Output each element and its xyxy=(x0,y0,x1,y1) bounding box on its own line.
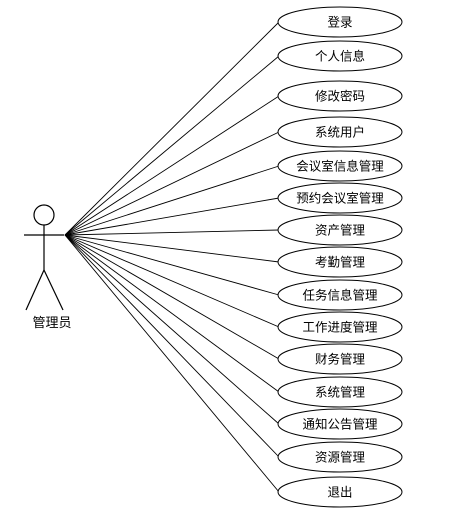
use-case-label: 系统管理 xyxy=(315,385,366,400)
actor-label: 管理员 xyxy=(32,316,72,331)
use-case-ellipse xyxy=(277,343,403,375)
use-case-ellipse xyxy=(277,408,403,440)
association-line xyxy=(64,234,280,296)
association-line xyxy=(64,234,280,425)
association-line xyxy=(64,165,280,236)
use-case: 系统管理 xyxy=(277,376,403,408)
use-case-ellipse xyxy=(277,150,403,182)
association-line xyxy=(64,234,280,493)
use-case-ellipse xyxy=(277,311,403,343)
use-case-label: 资产管理 xyxy=(315,223,366,238)
use-case: 资源管理 xyxy=(277,441,403,473)
use-case: 工作进度管理 xyxy=(277,311,403,343)
use-case-label: 退出 xyxy=(327,485,352,500)
use-case-ellipse xyxy=(277,441,403,473)
association-line xyxy=(64,131,280,236)
use-case: 会议室信息管理 xyxy=(277,150,403,182)
use-case-ellipse xyxy=(277,6,403,38)
association-line xyxy=(64,197,280,236)
use-case-label: 资源管理 xyxy=(315,450,366,465)
use-case: 个人信息 xyxy=(277,40,403,72)
use-case: 任务信息管理 xyxy=(277,279,403,311)
use-case-label: 考勤管理 xyxy=(315,255,366,270)
use-case-ellipse xyxy=(277,80,403,112)
use-case-ellipse xyxy=(277,279,403,311)
use-case-ellipse xyxy=(277,214,403,246)
use-case-list: 登录个人信息修改密码系统用户会议室信息管理预约会议室管理资产管理考勤管理任务信息… xyxy=(277,6,403,508)
use-case-ellipse xyxy=(277,376,403,408)
use-case-label: 系统用户 xyxy=(315,125,365,140)
association-line xyxy=(64,234,280,328)
use-case: 登录 xyxy=(277,6,403,38)
association-line xyxy=(64,234,280,393)
actor-head xyxy=(33,204,55,226)
use-case: 资产管理 xyxy=(277,214,403,246)
use-case-label: 工作进度管理 xyxy=(302,320,378,335)
use-case: 通知公告管理 xyxy=(277,408,403,440)
use-case: 退出 xyxy=(277,476,403,508)
association-line xyxy=(64,234,280,458)
association-lines xyxy=(64,21,280,493)
use-case-ellipse xyxy=(277,40,403,72)
use-case: 修改密码 xyxy=(277,80,403,112)
use-case: 财务管理 xyxy=(277,343,403,375)
actor-right-leg xyxy=(43,269,64,311)
use-case-label: 通知公告管理 xyxy=(302,417,378,432)
use-case-label: 个人信息 xyxy=(315,49,365,64)
association-line xyxy=(64,21,280,236)
use-case-label: 财务管理 xyxy=(315,352,366,367)
association-line xyxy=(64,234,280,360)
use-case-label: 会议室信息管理 xyxy=(296,159,384,174)
use-case-label: 预约会议室管理 xyxy=(296,191,384,206)
use-case: 考勤管理 xyxy=(277,246,403,278)
use-case-label: 登录 xyxy=(327,15,352,30)
use-case-ellipse xyxy=(277,476,403,508)
association-line xyxy=(64,229,280,236)
association-line xyxy=(64,234,280,263)
actor-figure xyxy=(24,204,64,311)
use-case: 系统用户 xyxy=(277,116,403,148)
association-line xyxy=(64,55,280,236)
use-case-ellipse xyxy=(277,116,403,148)
use-case-label: 任务信息管理 xyxy=(302,288,378,303)
actor-left-leg xyxy=(25,269,45,311)
use-case-ellipse xyxy=(277,246,403,278)
use-case-label: 修改密码 xyxy=(315,89,365,104)
association-line xyxy=(64,95,280,236)
use-case-ellipse xyxy=(277,182,403,214)
use-case: 预约会议室管理 xyxy=(277,182,403,214)
